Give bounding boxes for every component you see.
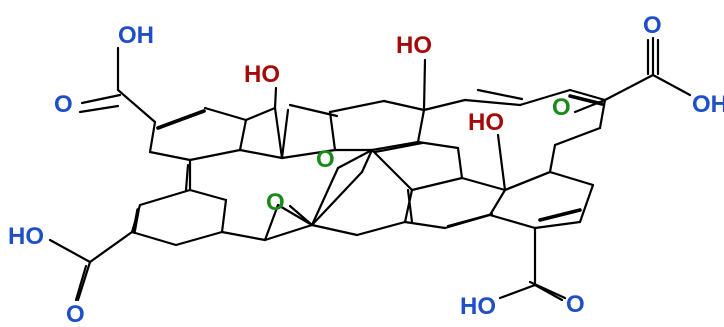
bond-line (578, 183, 595, 224)
label-cooh-top-right-oh: OH (692, 91, 724, 118)
bond-line (460, 176, 507, 192)
label-epoxide-left: O (266, 189, 285, 216)
bond-line (488, 213, 537, 230)
label-cooh-bottom-o: O (566, 291, 585, 318)
label-cooh-left-o: O (66, 301, 85, 327)
bond-line (203, 106, 248, 122)
bond-line (598, 98, 607, 130)
bond-line (310, 223, 359, 237)
bond-network (48, 36, 692, 302)
bond-line (498, 283, 537, 300)
bond-line (548, 170, 595, 187)
label-hydroxyl-1: HO (244, 61, 280, 88)
bond-line (382, 99, 426, 112)
bond-line (48, 238, 92, 264)
bond-line (310, 170, 364, 227)
bond-line (476, 88, 524, 101)
bond-line (496, 133, 507, 192)
bond-line (568, 94, 604, 106)
bond-line (373, 141, 424, 154)
bond-line (538, 208, 582, 222)
bond-line (463, 98, 522, 107)
bond-line (503, 170, 552, 192)
bond-line (132, 208, 140, 234)
bond-line (148, 120, 157, 154)
bond-line (174, 230, 224, 247)
bond-line (403, 220, 447, 230)
bond-line (488, 188, 507, 217)
label-hydroxyl-2: HO (396, 32, 432, 59)
bond-line (148, 150, 192, 162)
label-cooh-bottom-ho: HO (460, 293, 496, 320)
bond-line (188, 188, 228, 202)
bond-line (263, 203, 280, 242)
bond-line (116, 88, 157, 124)
label-cooh-left-ho: HO (8, 223, 44, 250)
bond-line (88, 230, 134, 264)
bond-line (416, 140, 460, 150)
bond-line (273, 86, 278, 110)
label-epoxide-center: O (316, 146, 335, 173)
bond-line (568, 88, 607, 102)
bond-line (188, 148, 242, 162)
bond-line (288, 103, 339, 118)
bond-line (310, 166, 340, 227)
label-hydroxyl-3: HO (468, 109, 504, 136)
label-cooh-top-left-oh: OH (118, 22, 154, 49)
bond-line (446, 212, 494, 228)
bond-line (370, 140, 420, 152)
bond-line (220, 198, 228, 234)
bond-line (156, 109, 206, 130)
bond-line (548, 143, 557, 174)
bond-line (355, 220, 407, 237)
bond-line (370, 148, 414, 192)
bond-line (74, 264, 88, 302)
bond-line (238, 148, 284, 160)
bond-line (280, 148, 337, 160)
bond-line (78, 104, 120, 114)
bond-line (263, 223, 314, 242)
bond-line (422, 58, 427, 112)
bond-line (518, 88, 572, 107)
bond-line (360, 148, 374, 174)
bond-line (328, 110, 337, 152)
bond-line (184, 163, 190, 192)
bond-line (328, 99, 386, 114)
bond-line (238, 118, 248, 152)
bond-line (456, 146, 464, 180)
bond-line (273, 106, 284, 160)
bond-line (403, 188, 414, 224)
bond-line (244, 106, 277, 122)
bond-line (416, 108, 426, 144)
bond-line (603, 73, 655, 102)
label-cooh-top-left-o: O (54, 91, 73, 118)
bond-line (138, 188, 192, 207)
bond-line (533, 220, 582, 230)
bond-line (406, 188, 414, 224)
bond-line (220, 230, 267, 242)
bond-line (410, 176, 464, 192)
bond-line (422, 98, 467, 112)
label-epoxide-top-right: O (552, 94, 571, 121)
label-cooh-top-right-o: O (643, 12, 662, 39)
bond-line (76, 260, 92, 302)
bond-line (280, 108, 290, 160)
bond-line (651, 73, 692, 97)
bond-line (336, 148, 374, 170)
bond-line (528, 280, 567, 300)
bond-line (80, 93, 122, 105)
bond-line (276, 203, 314, 227)
bond-line (553, 126, 602, 147)
bond-line (130, 230, 178, 247)
